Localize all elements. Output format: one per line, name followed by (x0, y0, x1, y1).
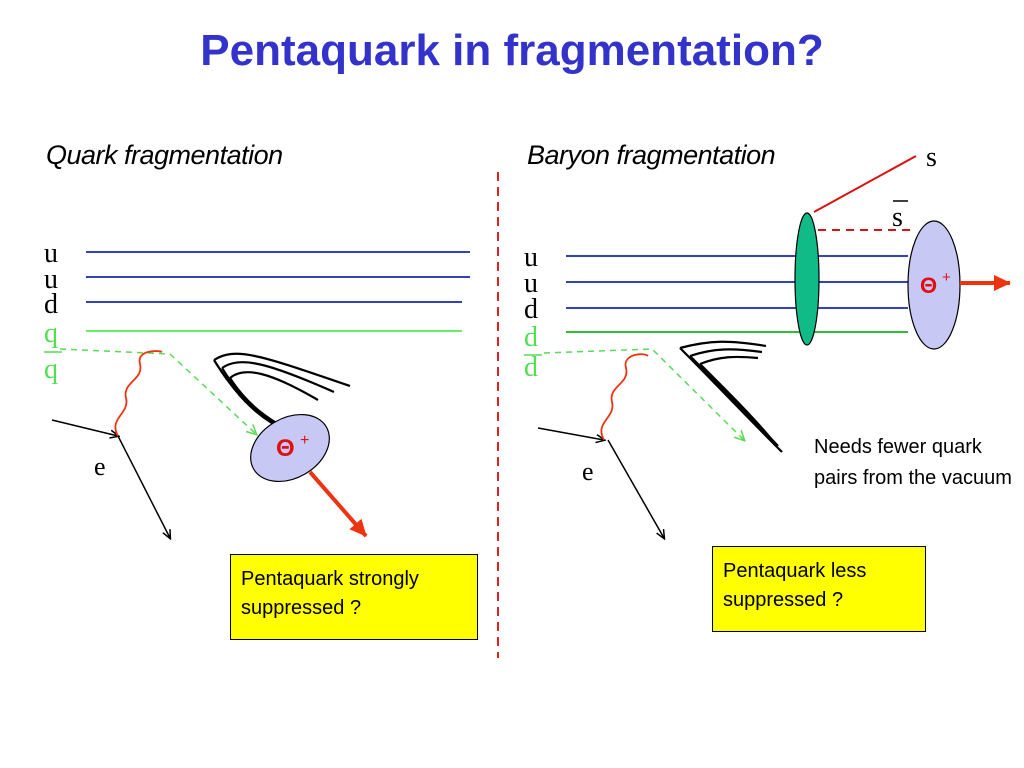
left-quark-labels: u u d q q (44, 238, 62, 385)
left-quark-path (59, 348, 256, 434)
left-electron-out (117, 435, 170, 538)
right-theta-charge: + (942, 269, 951, 286)
left-conclusion-box: Pentaquark strongly suppressed ? (230, 554, 478, 640)
right-quark-u1: u (524, 242, 538, 273)
left-heading: Quark fragmentation (46, 140, 283, 170)
right-quark-u2: u (524, 268, 538, 299)
right-electron-in (537, 427, 604, 440)
left-electron-in (51, 419, 118, 436)
baryon-disc (794, 212, 820, 346)
right-quark-lines (566, 255, 908, 333)
right-strings (679, 340, 783, 453)
left-quark-u1: u (44, 238, 58, 269)
right-electron-label: e (582, 457, 594, 486)
right-heading: Baryon fragmentation (527, 140, 776, 170)
right-quark-path (543, 348, 744, 440)
right-quark-d2: d (524, 322, 538, 353)
right-conclusion-box: Pentaquark less suppressed ? (712, 546, 926, 632)
strange-quark-line (813, 155, 917, 213)
left-electron-label: e (94, 452, 106, 481)
right-electron-out (607, 439, 664, 538)
page-title: Pentaquark in fragmentation? (200, 26, 824, 75)
right-quark-labels: u u d d d (524, 242, 542, 383)
left-theta-symbol: Θ (276, 435, 295, 462)
right-conclusion-text: Pentaquark less suppressed ? (723, 560, 867, 611)
right-quark-d1: d (524, 294, 538, 325)
left-photon (114, 350, 163, 437)
left-pentaquark-blob (250, 413, 330, 483)
strange-quark-label: s (926, 142, 937, 173)
left-quark-d: d (44, 289, 58, 320)
left-theta-charge: + (300, 432, 309, 449)
right-quark-dbar: d (524, 352, 538, 383)
right-photon (600, 353, 649, 441)
right-theta-symbol: Θ (920, 273, 937, 298)
left-quark-u2: u (44, 264, 58, 295)
left-quark-qbar: q (44, 354, 58, 385)
left-quark-lines (86, 251, 470, 332)
left-quark-q: q (44, 318, 58, 349)
vacuum-note: Needs fewer quark pairs from the vacuum (814, 436, 1012, 489)
antistrange-quark-label: s (892, 202, 903, 233)
left-conclusion-text: Pentaquark strongly suppressed ? (241, 568, 419, 619)
left-pentaquark-arrow (308, 470, 368, 538)
